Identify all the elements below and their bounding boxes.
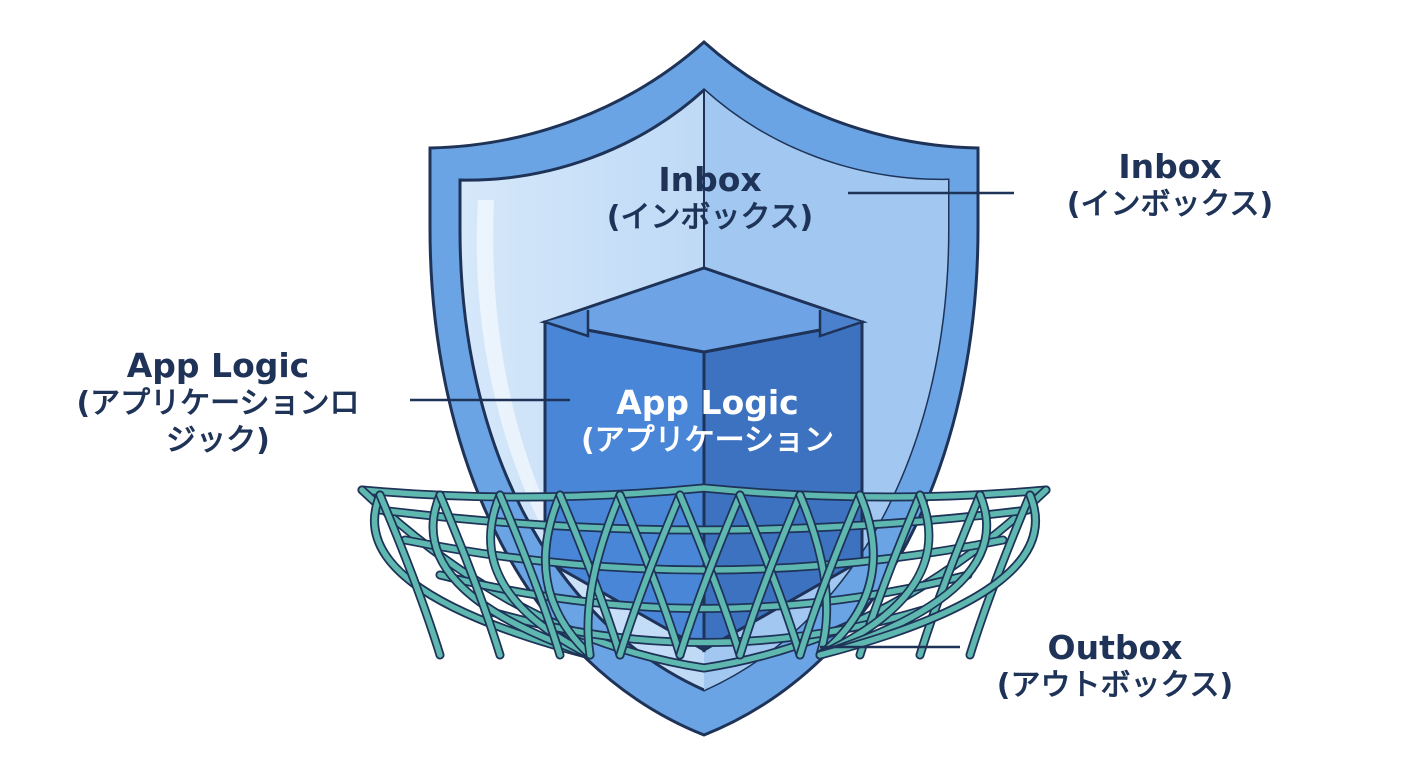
net-strand xyxy=(487,492,593,658)
net-strand xyxy=(817,492,1039,658)
app-logic-cube-title: App Logic xyxy=(616,383,799,422)
outbox-callout-subtitle: (アウトボックス) xyxy=(996,668,1234,704)
net-strand xyxy=(817,492,932,658)
inbox-shield-label: Inbox (インボックス) xyxy=(560,160,860,237)
net-strand xyxy=(617,492,683,658)
net-strand xyxy=(377,492,443,658)
net-strand xyxy=(737,492,803,658)
net-strand xyxy=(359,487,1049,671)
app-logic-callout-subtitle-line1: (アプリケーションロ xyxy=(76,386,360,422)
inbox-callout-label: Inbox (インボックス) xyxy=(1020,147,1320,224)
net-strand xyxy=(677,492,743,658)
inbox-callout-subtitle: (インボックス) xyxy=(1066,187,1274,223)
net-strand xyxy=(677,492,743,658)
net-strand xyxy=(617,492,683,658)
net-strand xyxy=(497,492,563,658)
net-strand xyxy=(359,485,1049,500)
inbox-callout-title: Inbox xyxy=(1118,147,1222,186)
app-logic-callout-subtitle-line2: ジック) xyxy=(166,422,270,458)
net-strand xyxy=(817,492,877,658)
app-logic-callout-label: App Logic (アプリケーションロ ジック) xyxy=(18,346,418,459)
outbox-callout-title: Outbox xyxy=(1047,628,1183,667)
net-strand xyxy=(585,492,623,658)
net-strand xyxy=(377,507,1031,533)
net-strand xyxy=(430,492,593,658)
inbox-shield-title: Inbox xyxy=(658,160,762,199)
app-logic-cube-subtitle: (アプリケーション xyxy=(580,423,835,459)
app-logic-cube-label: App Logic (アプリケーション xyxy=(545,383,870,460)
net-icon xyxy=(357,483,1051,673)
net-strand xyxy=(917,492,983,658)
net-strand xyxy=(737,492,803,658)
net-strand xyxy=(437,572,971,612)
app-logic-callout-title: App Logic xyxy=(126,346,310,385)
net-strand xyxy=(542,492,593,658)
net-strand xyxy=(437,492,503,658)
outbox-callout-label: Outbox (アウトボックス) xyxy=(955,628,1275,705)
inbox-shield-subtitle: (インボックス) xyxy=(606,200,814,236)
net-strand xyxy=(797,492,863,658)
